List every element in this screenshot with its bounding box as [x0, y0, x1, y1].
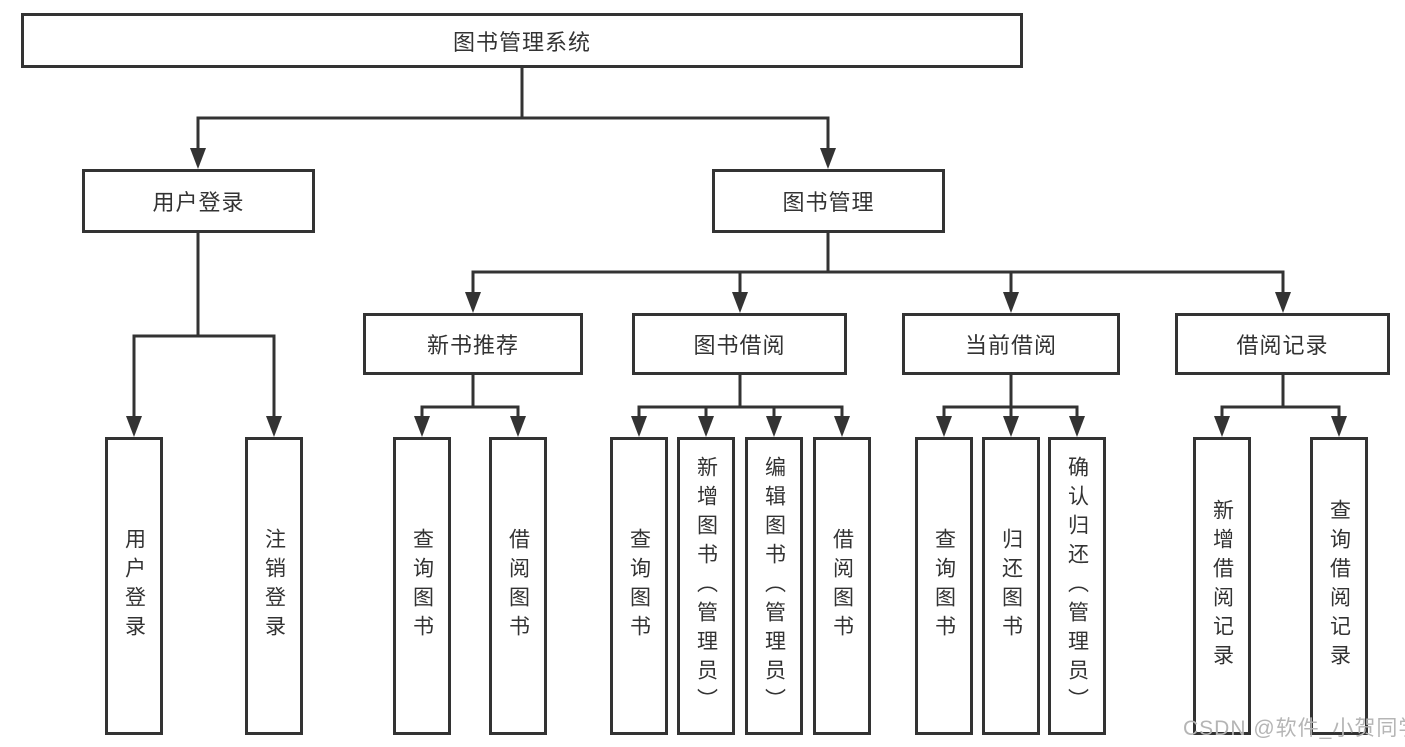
leaf-add-borrow-record: 新增借阅记录 [1193, 437, 1251, 735]
node-label: 借阅记录 [1236, 333, 1329, 358]
leaf-borrow-query-books: 查询图书 [610, 437, 668, 735]
leaf-recommend-borrow-books: 借阅图书 [489, 437, 547, 735]
node-label: 归还图书 [999, 528, 1023, 644]
leaf-borrow-books: 借阅图书 [813, 437, 871, 735]
leaf-recommend-query-books: 查询图书 [393, 437, 451, 735]
node-label: 新增借阅记录 [1210, 499, 1234, 673]
node-label: 用户登录 [122, 528, 146, 644]
csdn-watermark: CSDN @软件_小贺同学 [1183, 717, 1405, 740]
node-label: 查询图书 [410, 528, 434, 644]
node-borrow-records: 借阅记录 [1175, 313, 1390, 375]
leaf-confirm-return-admin: 确认归还（管理员） [1048, 437, 1106, 735]
node-label: 新书推荐 [426, 333, 519, 358]
node-new-book-recommend: 新书推荐 [363, 313, 583, 375]
node-label: 图书借阅 [693, 333, 786, 358]
node-label: 图书管理 [782, 190, 875, 215]
node-label: 新增图书（管理员） [694, 455, 718, 717]
leaf-return-books: 归还图书 [982, 437, 1040, 735]
node-label: 借阅图书 [830, 528, 854, 644]
node-book-management: 图书管理 [712, 169, 945, 233]
node-label: 查询图书 [627, 528, 651, 644]
node-label: 编辑图书（管理员） [762, 455, 786, 717]
leaf-current-query-books: 查询图书 [915, 437, 973, 735]
node-label: 借阅图书 [506, 528, 530, 644]
leaf-add-books-admin: 新增图书（管理员） [677, 437, 735, 735]
node-label: 图书管理系统 [452, 29, 591, 55]
node-user-login: 用户登录 [82, 169, 315, 233]
leaf-edit-books-admin: 编辑图书（管理员） [745, 437, 803, 735]
node-label: 注销登录 [262, 528, 286, 644]
node-label: 查询图书 [932, 528, 956, 644]
node-current-borrow: 当前借阅 [902, 313, 1120, 375]
leaf-query-borrow-record: 查询借阅记录 [1310, 437, 1368, 735]
leaf-user-login: 用户登录 [105, 437, 163, 735]
leaf-logout: 注销登录 [245, 437, 303, 735]
node-label: 当前借阅 [964, 333, 1057, 358]
node-root-system: 图书管理系统 [21, 13, 1023, 68]
node-label: 确认归还（管理员） [1065, 455, 1089, 717]
node-label: 用户登录 [152, 190, 245, 215]
node-label: 查询借阅记录 [1327, 499, 1351, 673]
node-book-borrow: 图书借阅 [632, 313, 847, 375]
